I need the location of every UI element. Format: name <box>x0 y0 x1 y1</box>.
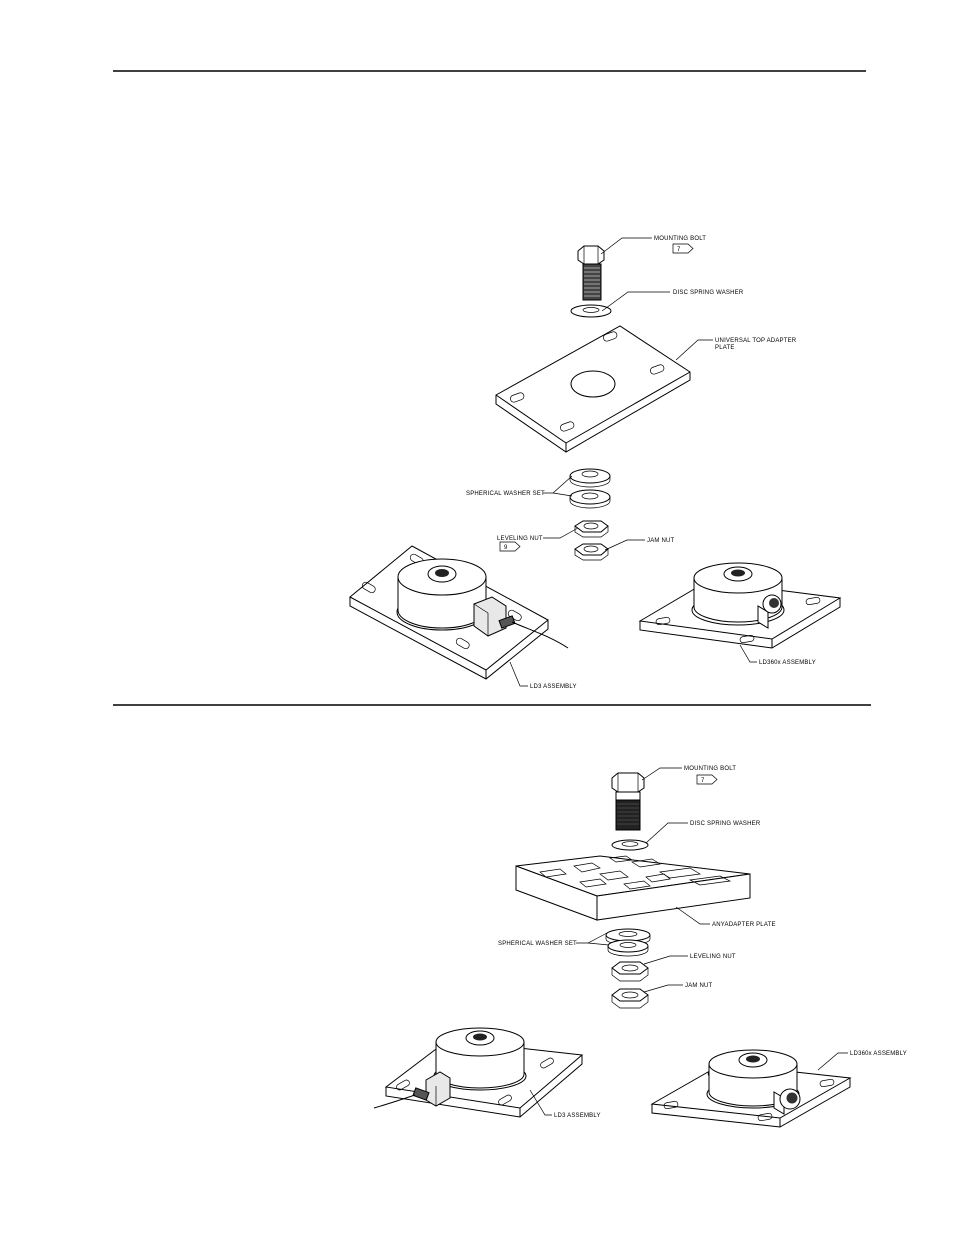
top-jam-nut-label: JAM NUT <box>647 538 675 544</box>
top-leveling-ref-flag <box>500 542 520 551</box>
bottom-leveling-nut-label: LEVELING NUT <box>690 954 736 960</box>
top-ld360-assembly-label: LD360x ASSEMBLY <box>759 660 816 666</box>
top-spherical-washer-label: SPHERICAL WASHER SET <box>466 491 545 497</box>
top-leveling-nut-ref: 9 <box>504 545 508 551</box>
bottom-callout-lines <box>530 768 848 1115</box>
bottom-leveling-nut-drawing <box>612 962 648 981</box>
top-bolt-ref-flag <box>673 244 693 253</box>
bottom-jam-nut-label: JAM NUT <box>685 983 713 989</box>
top-mounting-bolt-drawing <box>578 246 604 300</box>
bottom-spherical-washer-label: SPHERICAL WASHER SET <box>498 941 577 947</box>
top-figure: MOUNTING BOLT 7 DISC SPRING WASHER UNIVE… <box>350 236 840 690</box>
top-universal-plate-drawing <box>496 326 690 452</box>
top-ld360-assembly-drawing <box>640 563 840 648</box>
bottom-spherical-washer-drawing <box>606 929 650 956</box>
top-disc-spring-washer-label: DISC SPRING WASHER <box>673 290 744 296</box>
bottom-bolt-ref-flag <box>697 775 717 784</box>
bottom-anyadapter-plate-label: ANYADAPTER PLATE <box>712 922 776 928</box>
bottom-mounting-bolt-label: MOUNTING BOLT <box>684 766 736 772</box>
top-mounting-bolt-label: MOUNTING BOLT <box>654 236 706 242</box>
bottom-ld3-assembly-drawing <box>374 1028 582 1117</box>
top-leveling-nut-label: LEVELING NUT <box>497 536 543 542</box>
bottom-ld360-assembly-drawing <box>652 1050 850 1127</box>
bottom-anyadapter-plate-drawing <box>516 856 750 920</box>
top-jam-nut-drawing <box>575 544 608 560</box>
bottom-disc-spring-washer-label: DISC SPRING WASHER <box>690 821 761 827</box>
top-ld3-assembly-drawing <box>350 546 568 679</box>
top-leveling-nut-drawing <box>575 521 608 537</box>
top-spherical-washer-drawing <box>570 469 610 508</box>
bottom-mounting-bolt-drawing <box>612 773 644 830</box>
top-universal-plate-label-line2: PLATE <box>715 345 735 351</box>
bottom-disc-spring-washer-drawing <box>612 840 648 850</box>
top-universal-plate-label-line1: UNIVERSAL TOP ADAPTER <box>715 338 797 344</box>
top-ld3-assembly-label: LD3 ASSEMBLY <box>530 684 577 690</box>
bottom-ld3-assembly-label: LD3 ASSEMBLY <box>554 1113 601 1119</box>
bottom-jam-nut-drawing <box>612 989 648 1008</box>
bottom-mounting-bolt-ref: 7 <box>701 778 705 784</box>
top-mounting-bolt-ref: 7 <box>677 247 681 253</box>
top-disc-spring-washer-drawing <box>571 305 611 317</box>
bottom-figure: MOUNTING BOLT 7 DISC SPRING WASHER ANYAD… <box>374 766 907 1127</box>
bottom-ld360-assembly-label: LD360x ASSEMBLY <box>850 1051 907 1057</box>
